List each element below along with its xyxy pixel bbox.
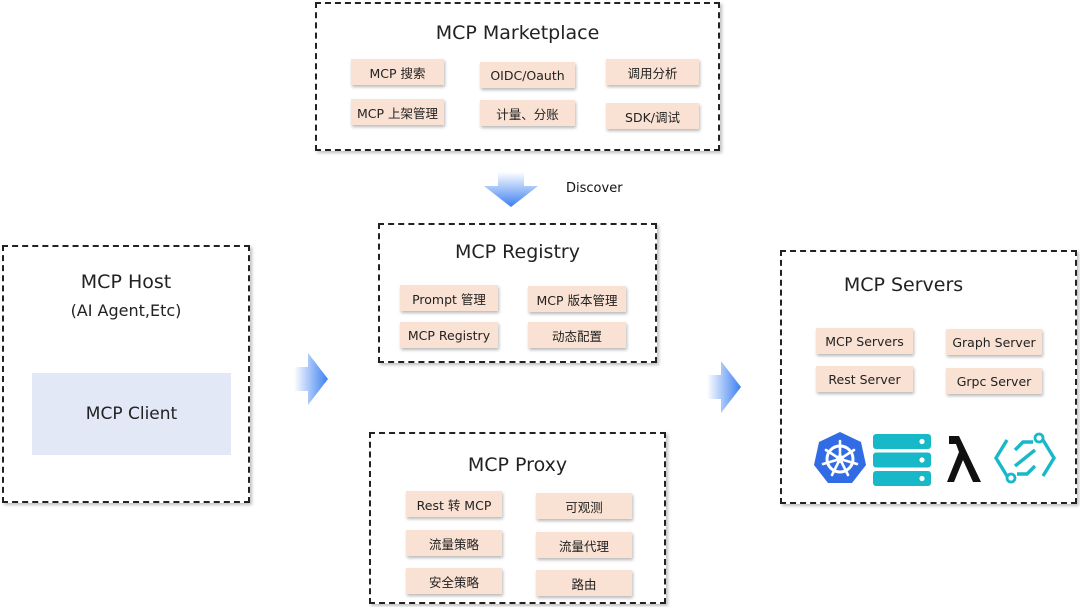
proxy-item-traffic-proxy: 流量代理 bbox=[536, 532, 632, 558]
host-subtitle: (AI Agent,Etc) bbox=[70, 301, 182, 320]
registry-item-version: MCP 版本管理 bbox=[528, 286, 626, 312]
proxy-box: MCP Proxy Rest 转 MCP 可观测 流量策略 流量代理 安全策略 … bbox=[369, 432, 666, 604]
proxy-item-routing: 路由 bbox=[536, 570, 632, 596]
servers-item-mcp-servers: MCP Servers bbox=[816, 328, 913, 354]
servers-item-graph-server: Graph Server bbox=[946, 329, 1042, 355]
host-to-proxy-arrow-icon bbox=[294, 353, 328, 405]
server-stack-icon bbox=[873, 434, 931, 486]
discover-arrow-icon bbox=[484, 172, 538, 207]
kubernetes-icon bbox=[814, 432, 866, 483]
lambda-icon bbox=[947, 436, 981, 482]
servers-title: MCP Servers bbox=[843, 274, 964, 296]
proxy-to-servers-arrow-icon bbox=[707, 361, 741, 413]
registry-box: MCP Registry Prompt 管理 MCP 版本管理 MCP Regi… bbox=[378, 223, 657, 363]
marketplace-item-listing: MCP 上架管理 bbox=[351, 99, 444, 125]
proxy-item-traffic-policy: 流量策略 bbox=[406, 530, 502, 556]
api-gateway-icon bbox=[994, 432, 1056, 484]
registry-item-dynamic-config: 动态配置 bbox=[528, 322, 626, 348]
host-box: MCP Host (AI Agent,Etc) MCP Client bbox=[2, 245, 250, 503]
marketplace-item-oidc: OIDC/Oauth bbox=[480, 62, 575, 88]
servers-box: MCP Servers MCP Servers Graph Server Res… bbox=[780, 250, 1077, 504]
registry-item-prompt: Prompt 管理 bbox=[400, 285, 498, 311]
marketplace-item-call-analysis: 调用分析 bbox=[606, 59, 699, 85]
proxy-item-rest-to-mcp: Rest 转 MCP bbox=[406, 491, 502, 517]
servers-item-rest-server: Rest Server bbox=[816, 366, 913, 392]
discover-label: Discover bbox=[566, 181, 623, 196]
marketplace-item-search: MCP 搜索 bbox=[351, 59, 444, 85]
host-title: MCP Host bbox=[80, 271, 172, 293]
marketplace-box: MCP Marketplace MCP 搜索 OIDC/Oauth 调用分析 M… bbox=[315, 2, 720, 151]
proxy-item-observability: 可观测 bbox=[536, 493, 632, 519]
proxy-title: MCP Proxy bbox=[467, 454, 568, 476]
marketplace-item-sdk: SDK/调试 bbox=[606, 103, 699, 129]
marketplace-title: MCP Marketplace bbox=[435, 22, 600, 44]
servers-item-grpc-server: Grpc Server bbox=[946, 368, 1042, 394]
registry-item-registry: MCP Registry bbox=[400, 322, 498, 348]
marketplace-item-metering: 计量、分账 bbox=[480, 100, 575, 126]
proxy-item-security-policy: 安全策略 bbox=[406, 568, 502, 594]
registry-title: MCP Registry bbox=[455, 241, 580, 263]
mcp-client: MCP Client bbox=[32, 373, 231, 455]
